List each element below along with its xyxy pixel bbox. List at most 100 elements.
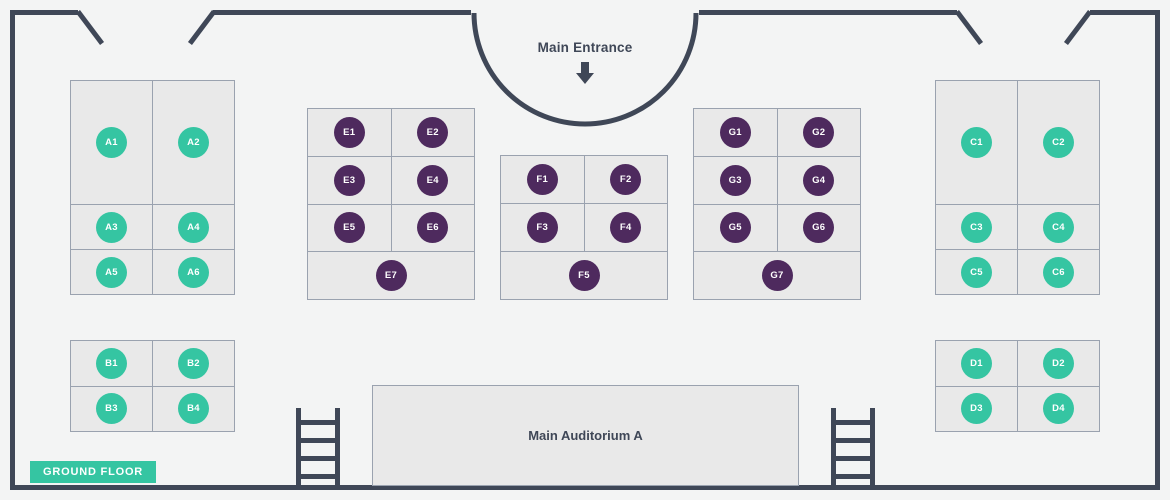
booth-e2[interactable]: E2 [392, 109, 475, 156]
booth-d1[interactable]: D1 [936, 341, 1018, 386]
booth-f5[interactable]: F5 [501, 252, 667, 299]
wall-right [1155, 10, 1160, 490]
booth-label-e4: E4 [417, 164, 449, 196]
booth-label-a3: A3 [96, 211, 127, 243]
booth-g7[interactable]: G7 [694, 252, 860, 299]
booth-e6[interactable]: E6 [392, 205, 475, 252]
booth-label-d1: D1 [961, 347, 992, 379]
booth-g1[interactable]: G1 [694, 109, 778, 156]
booth-b3[interactable]: B3 [71, 386, 153, 431]
booth-f1[interactable]: F1 [501, 156, 585, 203]
booth-g5[interactable]: G5 [694, 204, 778, 252]
booth-label-c6: C6 [1043, 256, 1074, 288]
booth-g6[interactable]: G6 [778, 205, 861, 252]
door-line-left-a [75, 10, 105, 45]
booth-label-f2: F2 [610, 164, 642, 195]
booth-e7[interactable]: E7 [308, 252, 474, 299]
booth-a2[interactable]: A2 [153, 81, 234, 204]
booth-g4[interactable]: G4 [778, 157, 861, 204]
booth-row: A3 A4 [71, 205, 234, 250]
booth-a3[interactable]: A3 [71, 205, 153, 249]
booth-label-g1: G1 [719, 116, 751, 148]
booth-f2[interactable]: F2 [585, 156, 668, 203]
booth-a6[interactable]: A6 [153, 250, 234, 294]
booth-label-b2: B2 [178, 347, 209, 379]
booth-g3[interactable]: G3 [694, 156, 778, 204]
booth-row: C3 C4 [936, 205, 1099, 250]
booth-b4[interactable]: B4 [153, 387, 234, 432]
booth-label-g2: G2 [803, 116, 835, 148]
booth-label-f3: F3 [526, 212, 558, 243]
booth-label-a6: A6 [178, 256, 209, 288]
booth-label-a1: A1 [96, 127, 127, 158]
booth-label-f5: F5 [568, 260, 600, 291]
booth-row: F5 [501, 252, 667, 299]
door-line-right-a [954, 10, 984, 45]
booth-a1[interactable]: A1 [71, 81, 153, 204]
booth-e3[interactable]: E3 [308, 156, 392, 204]
booth-row: E1 E2 [308, 109, 474, 157]
booth-row: E5 E6 [308, 204, 475, 253]
auditorium-label: Main Auditorium A [528, 428, 643, 443]
booth-row: E3 E4 [308, 156, 475, 205]
booth-e4[interactable]: E4 [392, 157, 475, 204]
booth-c6[interactable]: C6 [1018, 250, 1099, 294]
booth-c3[interactable]: C3 [936, 205, 1018, 249]
booth-label-b4: B4 [178, 393, 209, 425]
booth-d3[interactable]: D3 [936, 386, 1018, 431]
booth-e5[interactable]: E5 [308, 204, 392, 252]
booth-row: D1 D2 [936, 341, 1099, 387]
booth-c1[interactable]: C1 [936, 81, 1018, 204]
booth-label-g6: G6 [803, 212, 835, 244]
wall-bottom [10, 485, 1160, 490]
booth-c4[interactable]: C4 [1018, 205, 1099, 249]
booth-label-g5: G5 [719, 212, 751, 244]
booth-label-a2: A2 [178, 127, 209, 158]
booth-label-d4: D4 [1043, 393, 1074, 425]
booth-label-e5: E5 [333, 212, 365, 244]
booth-row: G1 G2 [694, 109, 860, 157]
booth-a5[interactable]: A5 [71, 250, 153, 294]
booth-label-c5: C5 [961, 256, 992, 288]
floor-badge: GROUND FLOOR [30, 461, 157, 483]
wall-top-segment-3 [699, 10, 957, 15]
booth-b1[interactable]: B1 [71, 341, 153, 386]
booth-row: A5 A6 [71, 250, 234, 294]
stairs-icon-left [296, 408, 340, 485]
main-auditorium[interactable]: Main Auditorium A [372, 385, 799, 486]
booth-row: F3 F4 [501, 204, 667, 252]
booth-label-e3: E3 [333, 164, 365, 196]
booth-b2[interactable]: B2 [153, 341, 234, 386]
booth-d4[interactable]: D4 [1018, 387, 1099, 432]
booth-c5[interactable]: C5 [936, 250, 1018, 294]
arrow-down-icon [576, 62, 594, 84]
booth-row: B1 B2 [71, 341, 234, 387]
booth-d2[interactable]: D2 [1018, 341, 1099, 386]
booth-label-d2: D2 [1043, 347, 1074, 379]
booth-a4[interactable]: A4 [153, 205, 234, 249]
booth-g2[interactable]: G2 [778, 109, 861, 156]
booth-f3[interactable]: F3 [501, 204, 585, 251]
booth-label-b1: B1 [96, 347, 127, 379]
booth-label-f4: F4 [610, 212, 642, 243]
booth-label-c1: C1 [961, 127, 992, 158]
booth-row: C5 C6 [936, 250, 1099, 294]
booth-c2[interactable]: C2 [1018, 81, 1099, 204]
booth-row: C1 C2 [936, 81, 1099, 205]
wall-top-segment-4 [1090, 10, 1160, 15]
booth-label-g3: G3 [719, 164, 751, 196]
booth-label-c3: C3 [961, 211, 992, 243]
booth-label-g7: G7 [761, 260, 793, 292]
booth-label-e2: E2 [417, 116, 449, 148]
booth-e1[interactable]: E1 [308, 109, 392, 156]
booth-row: G7 [694, 252, 860, 299]
wall-top-segment-1 [10, 10, 78, 15]
booth-f4[interactable]: F4 [585, 204, 668, 251]
booth-label-f1: F1 [526, 164, 558, 195]
booth-row: E7 [308, 252, 474, 299]
